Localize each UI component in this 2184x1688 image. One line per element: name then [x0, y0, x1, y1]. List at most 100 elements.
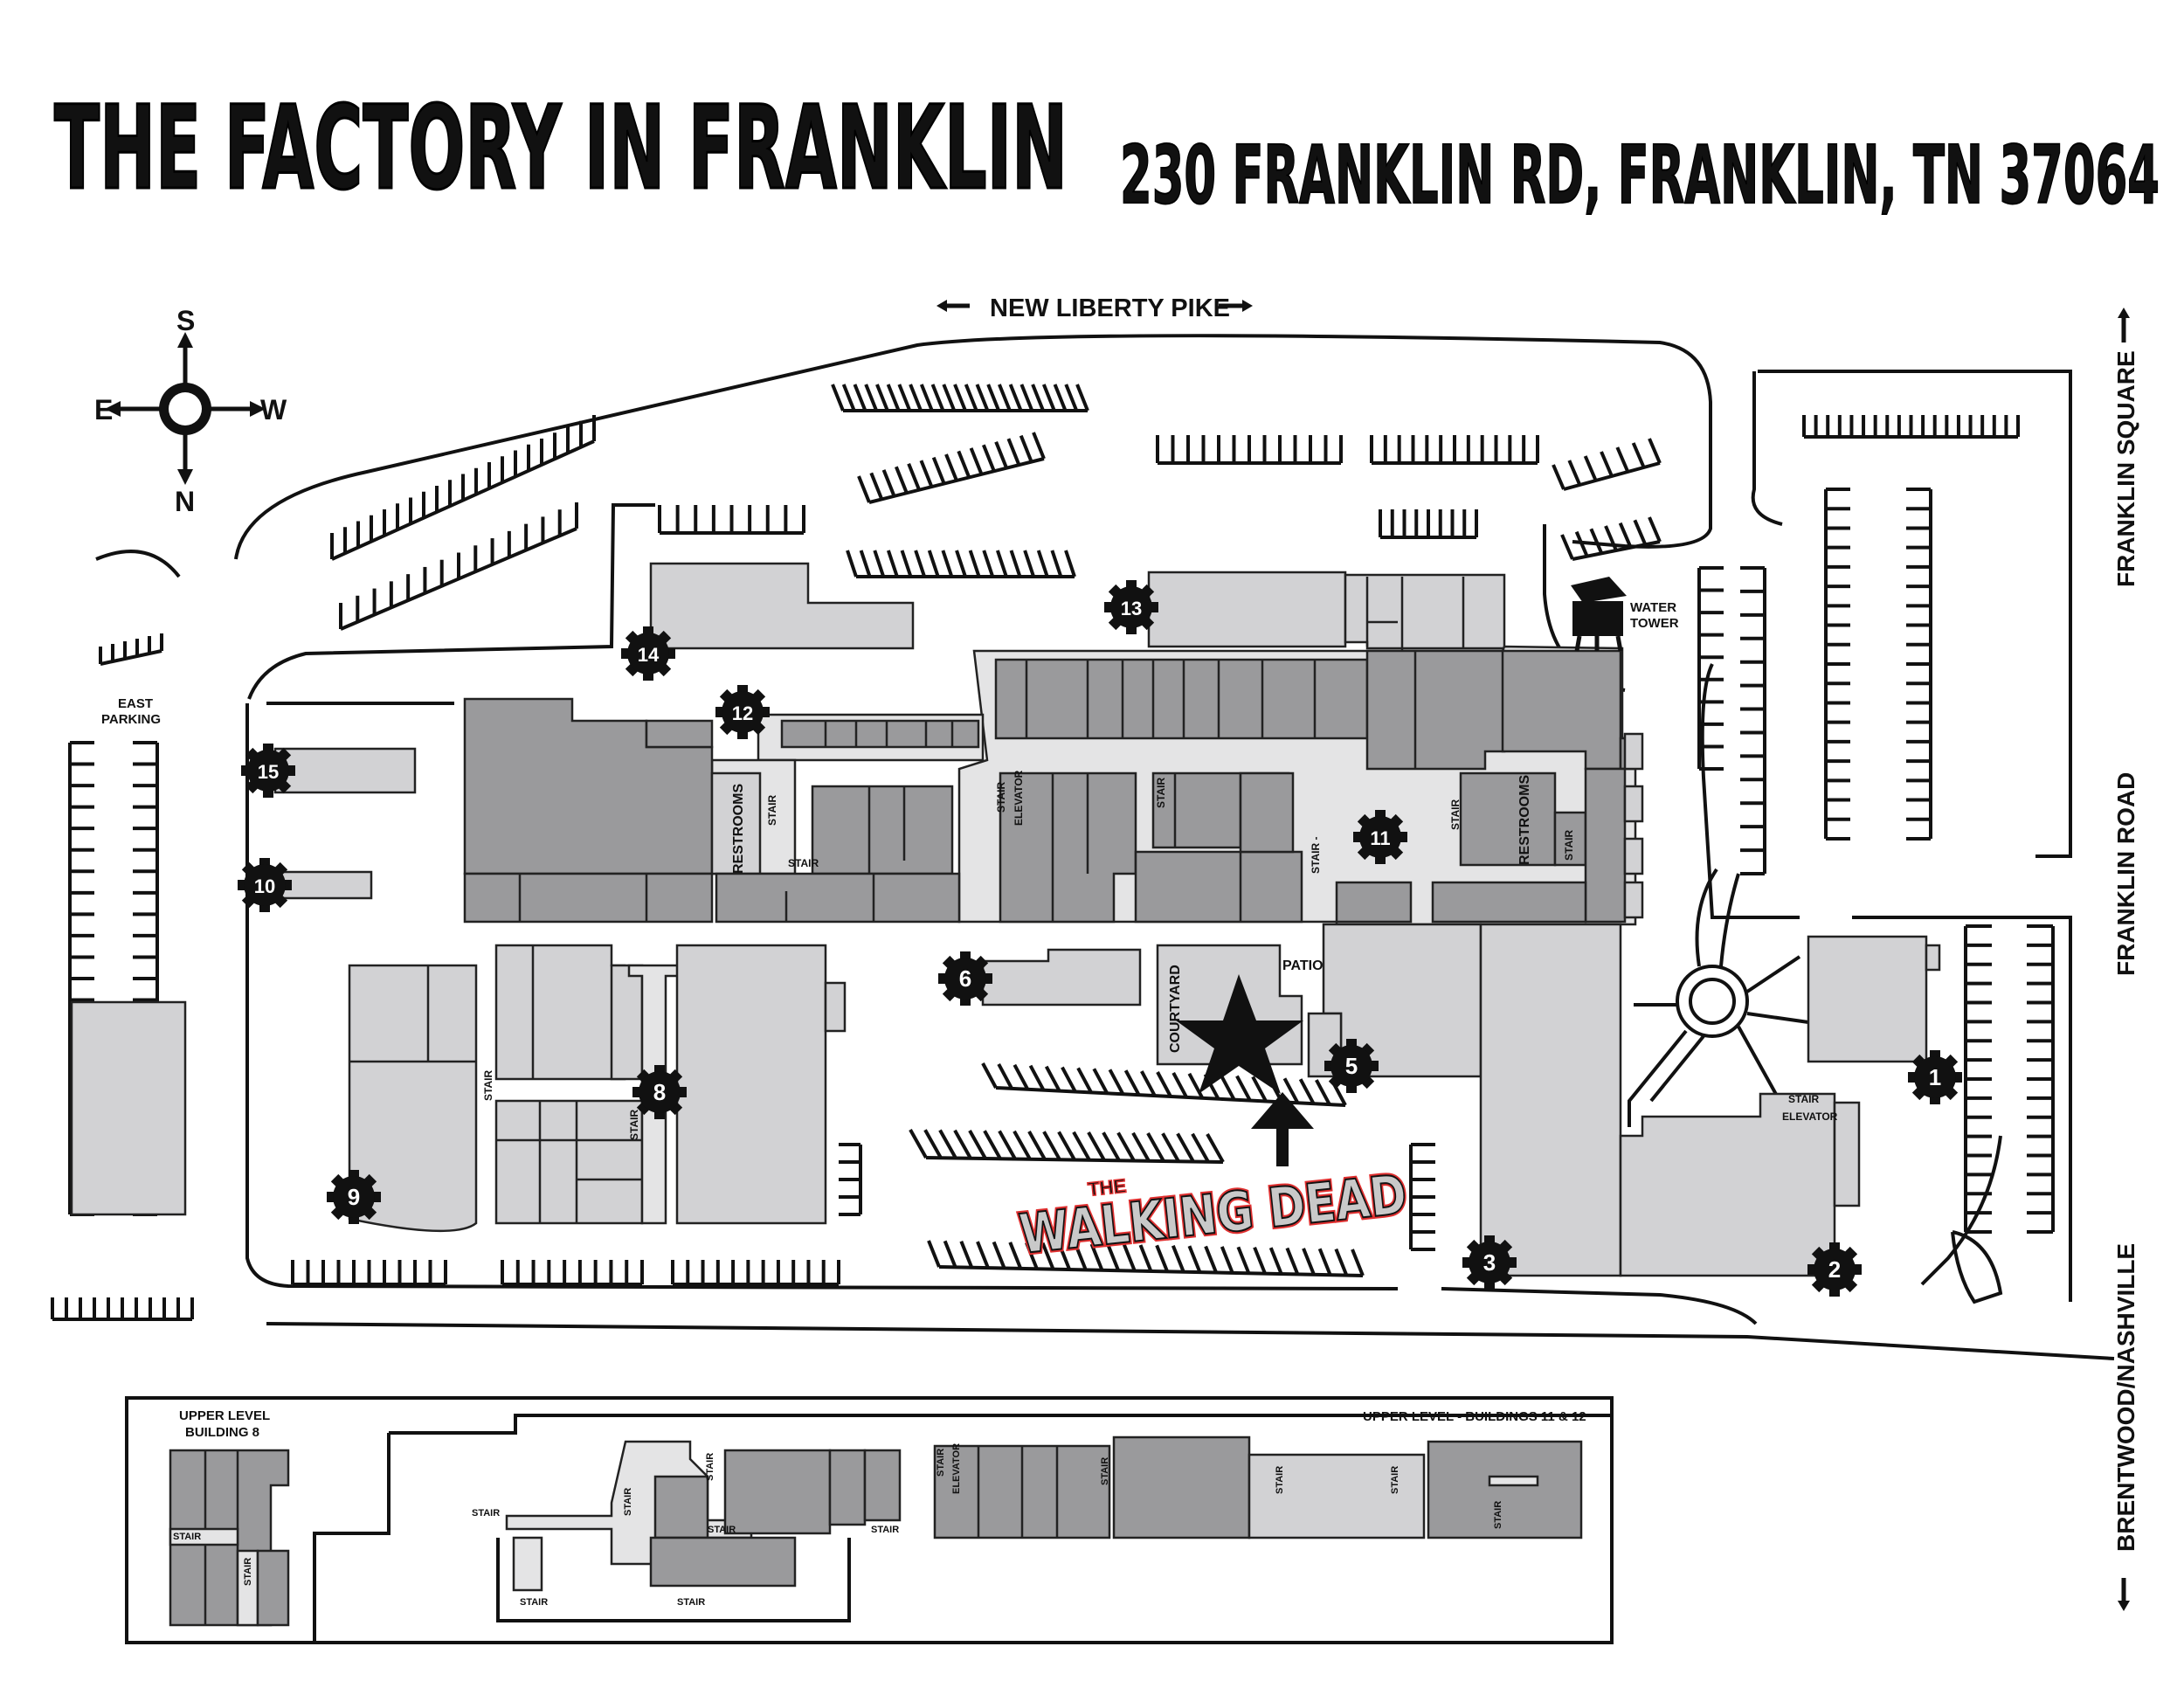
- building-number: 5: [1345, 1053, 1358, 1079]
- inset-stair-4: STAIR: [520, 1597, 548, 1608]
- building-marker-11: 11: [1353, 810, 1407, 864]
- parking-stripe: [927, 550, 940, 578]
- gear-body: [333, 1176, 375, 1218]
- parking-stripe: [1648, 438, 1662, 464]
- building-marker-5: 5: [1324, 1039, 1379, 1093]
- parking-stripe: [1076, 1067, 1093, 1094]
- parking-stripe: [907, 462, 921, 491]
- new-liberty-pike-arrow-icon: [936, 300, 1253, 312]
- parking-stripe: [1235, 1075, 1252, 1102]
- road-brentwood-nashville: BRENTWOOD/NASHVILLE: [2112, 1243, 2139, 1552]
- parking-stripe: [1155, 1244, 1170, 1273]
- parking-stripe: [919, 384, 934, 412]
- parking-stripe: [969, 447, 984, 475]
- building-number: 12: [732, 702, 753, 724]
- building-number: 6: [959, 965, 971, 992]
- parking-stripe: [1123, 1069, 1141, 1097]
- parking-stripe: [930, 384, 945, 412]
- stair-label-f: STAIR: [1449, 799, 1462, 830]
- gear-body: [1330, 1045, 1372, 1087]
- parking-stripe: [1008, 384, 1023, 412]
- parking-stripe: [1008, 1242, 1023, 1269]
- parking-stripe: [994, 440, 1008, 469]
- compass-east: E: [94, 394, 113, 425]
- parking-stripe: [964, 384, 978, 412]
- gear-body: [1110, 586, 1152, 628]
- patio-label: PATIO: [1282, 958, 1324, 973]
- parking-stripe: [1574, 530, 1589, 557]
- building-marker-1: 1: [1908, 1050, 1962, 1104]
- gear-body: [1814, 1249, 1856, 1290]
- map-labels: EAST PARKING WATER TOWER RESTROOMS RESTR…: [101, 600, 1838, 1140]
- parking-stripe: [857, 475, 871, 503]
- parking-stripe: [1057, 1242, 1072, 1270]
- parking-stripe: [1031, 384, 1045, 412]
- parking-stripe: [1171, 1071, 1188, 1098]
- parking-stripe: [1146, 1132, 1165, 1162]
- parking-stripe: [975, 384, 990, 412]
- parking-stripe: [1036, 550, 1049, 578]
- building-6: [981, 948, 1142, 1007]
- restrooms-label-west: RESTROOMS: [731, 784, 746, 874]
- parking-row-base: [100, 649, 162, 666]
- building-11-12: [463, 645, 1644, 926]
- gear-body: [1359, 816, 1401, 858]
- parking-stripe: [1187, 1245, 1202, 1273]
- inset-stair-7: STAIR: [708, 1525, 736, 1535]
- inset-stair-2: STAIR: [243, 1558, 253, 1586]
- parking-stripe: [1615, 446, 1630, 473]
- building-number: 3: [1483, 1249, 1496, 1276]
- parking-stripe: [1219, 1074, 1236, 1101]
- parking-stripe: [942, 384, 957, 412]
- parking-stripe: [1116, 1131, 1136, 1162]
- inset-stair-6: STAIR: [705, 1453, 715, 1481]
- parking-stripe: [981, 1062, 998, 1089]
- inset-stair-13: STAIR: [1390, 1466, 1400, 1494]
- address: 230 FRANKLIN RD, FRANKLIN, TN 37064: [1120, 128, 2160, 222]
- east-parking-building: [70, 1000, 187, 1216]
- parking-stripe: [1027, 1131, 1047, 1160]
- building-marker-2: 2: [1807, 1242, 1862, 1297]
- east-parking-label-2: PARKING: [101, 712, 161, 727]
- parking-stripe: [1161, 1132, 1180, 1163]
- parking-stripe: [1131, 1131, 1151, 1162]
- parking-stripe: [953, 1129, 972, 1159]
- parking-stripe: [1204, 1245, 1218, 1274]
- parking-stripe: [1253, 1246, 1267, 1275]
- gear-body: [722, 691, 764, 733]
- building-13: [1147, 571, 1506, 651]
- parking-stripe: [919, 460, 934, 488]
- parking-stripe: [1050, 550, 1063, 578]
- parking-stripe: [1013, 1130, 1032, 1160]
- inset-stair-14: STAIR: [1493, 1501, 1503, 1529]
- parking-stripe: [1171, 1245, 1185, 1273]
- parking-stripe: [995, 550, 1008, 578]
- gear-body: [944, 958, 986, 1000]
- building-number: 15: [258, 761, 279, 783]
- building-number: 14: [638, 644, 660, 666]
- building-marker-15: 15: [241, 744, 295, 798]
- parking-stripe: [1604, 525, 1618, 551]
- road-new-liberty-pike: NEW LIBERTY PIKE: [990, 294, 1230, 322]
- elevator-label-b: ELEVATOR: [1782, 1110, 1838, 1123]
- stair-label-h: STAIR: [482, 1070, 494, 1101]
- parking-stripe: [1019, 384, 1034, 412]
- parking-stripe: [927, 1240, 941, 1268]
- parking-stripe: [1317, 1248, 1332, 1276]
- walking-dead-the: THE: [1087, 1174, 1127, 1200]
- parking-stripe: [1075, 384, 1089, 412]
- parking-stripe: [1315, 1079, 1331, 1106]
- roundabout: [1628, 868, 1809, 1127]
- parking-stripe: [1108, 1069, 1125, 1096]
- compass-west: W: [260, 394, 287, 425]
- you-are-here-star-icon: [1176, 974, 1314, 1166]
- inset-stair-11: STAIR: [1100, 1457, 1110, 1485]
- parking-stripe: [959, 1241, 974, 1269]
- inset-stair-8: STAIR: [677, 1597, 705, 1608]
- inset-stair-9: STAIR: [871, 1525, 899, 1535]
- road-franklin-road: FRANKLIN ROAD: [2112, 772, 2139, 976]
- parking-stripe: [1648, 516, 1662, 543]
- parking-stripe: [998, 1130, 1017, 1160]
- parking-stripe: [1251, 1076, 1268, 1103]
- parking-stripe: [1041, 384, 1056, 412]
